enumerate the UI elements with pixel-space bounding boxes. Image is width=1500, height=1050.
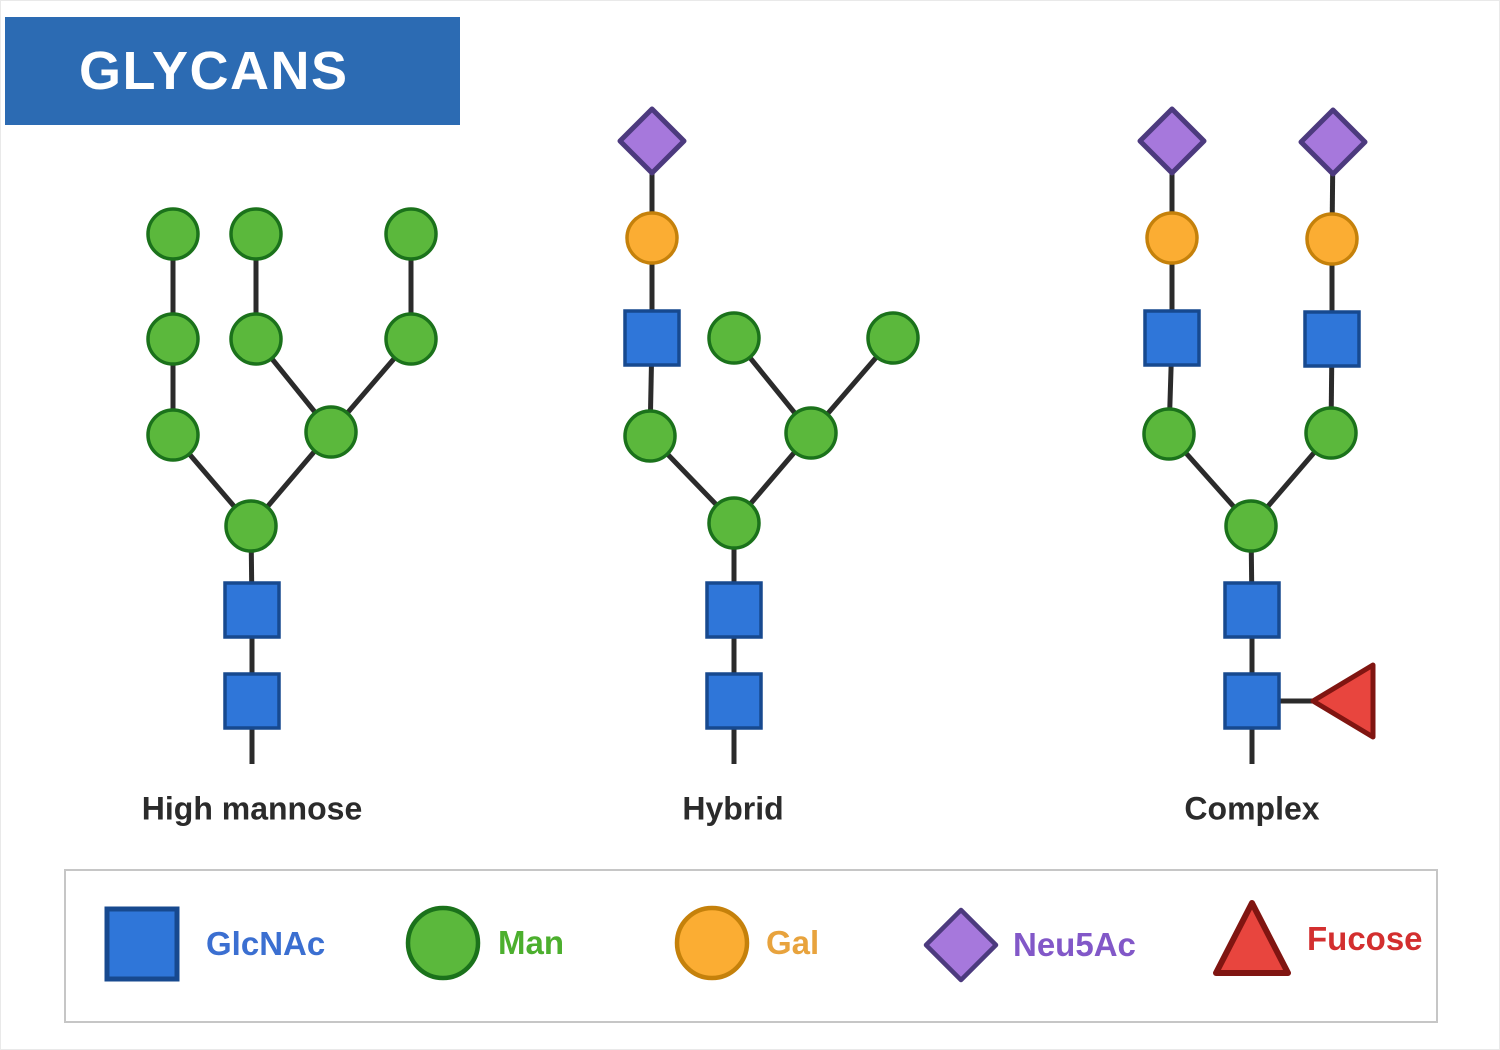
man-node [384, 207, 438, 261]
man-node [146, 312, 200, 366]
man-node [146, 408, 200, 462]
man-node [623, 409, 677, 463]
neu5ac-node [617, 106, 687, 176]
man-node [224, 499, 278, 553]
legend-label-gal: Gal [766, 924, 820, 961]
gal-node [1305, 212, 1359, 266]
legend-box [64, 869, 1438, 1023]
diagram-label-complex: Complex [1184, 790, 1320, 827]
glcnac-node [1223, 581, 1281, 639]
neu5ac-node [1137, 106, 1207, 176]
legend-label-neu5ac: Neu5Ac [1013, 926, 1136, 963]
glycan-high-mannose [146, 207, 438, 764]
glcnac-node [1143, 309, 1201, 367]
man-node [866, 311, 920, 365]
man-node [304, 405, 358, 459]
man-node [707, 496, 761, 550]
neu5ac-node [1298, 107, 1368, 177]
man-node [1142, 407, 1196, 461]
gal-node [1145, 211, 1199, 265]
glcnac-node [223, 672, 281, 730]
man-node [384, 312, 438, 366]
legend-label-glcnac: GlcNAc [206, 925, 326, 962]
glcnac-node [1223, 672, 1281, 730]
neu5ac-node [923, 907, 999, 983]
man-node [1224, 499, 1278, 553]
man-node [405, 905, 481, 981]
gal-node [625, 211, 679, 265]
man-node [784, 406, 838, 460]
page-title: GLYCANS [79, 41, 349, 101]
legend-label-fucose: Fucose [1307, 920, 1423, 957]
glcnac-node [223, 581, 281, 639]
glcnac-node [1303, 310, 1361, 368]
man-node [1304, 406, 1358, 460]
glcnac-node [705, 581, 763, 639]
fucose-node [1213, 900, 1291, 976]
glcnac-node [705, 672, 763, 730]
man-node [707, 311, 761, 365]
diagram-label-hybrid: Hybrid [682, 790, 784, 827]
glycan-complex [1137, 106, 1376, 764]
man-node [146, 207, 200, 261]
fucose-node [1310, 662, 1376, 740]
gal-node [674, 905, 750, 981]
glcnac-node [623, 309, 681, 367]
glycan-hybrid [617, 106, 920, 764]
glcnac-node [104, 906, 180, 982]
diagram-label-high-mannose: High mannose [141, 790, 363, 827]
legend-label-man: Man [498, 924, 564, 961]
man-node [229, 207, 283, 261]
header-banner: GLYCANS [5, 17, 460, 125]
man-node [229, 312, 283, 366]
